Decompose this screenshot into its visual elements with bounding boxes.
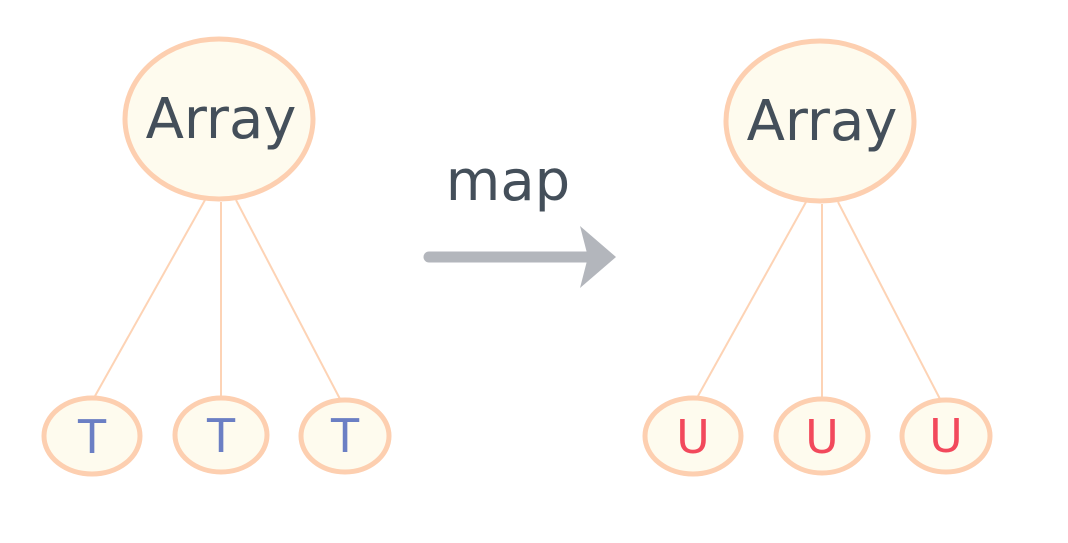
root-node	[122, 36, 316, 202]
edge	[235, 199, 341, 400]
leaf-node	[899, 397, 993, 475]
left-tree: Array T T T	[41, 36, 392, 477]
root-label: Array	[747, 89, 898, 154]
leaf-label: U	[929, 409, 963, 463]
right-tree: Array U U U	[642, 38, 993, 477]
root-label: Array	[146, 87, 297, 152]
root-node	[723, 38, 917, 204]
leaf-node	[773, 396, 871, 476]
edge	[697, 201, 807, 397]
leaf-label: T	[77, 410, 107, 464]
leaf-label: U	[805, 410, 839, 464]
edge	[94, 199, 206, 397]
map-arrow: map	[423, 149, 616, 288]
leaf-node	[298, 397, 392, 475]
leaf-node	[41, 395, 143, 477]
arrow-label: map	[446, 149, 570, 214]
leaf-label: T	[330, 409, 360, 463]
edge	[837, 201, 941, 400]
leaf-node	[172, 395, 270, 475]
leaf-node	[642, 395, 744, 477]
arrow-head-icon	[580, 226, 616, 288]
leaf-label: U	[676, 410, 710, 464]
leaf-label: T	[206, 409, 236, 463]
